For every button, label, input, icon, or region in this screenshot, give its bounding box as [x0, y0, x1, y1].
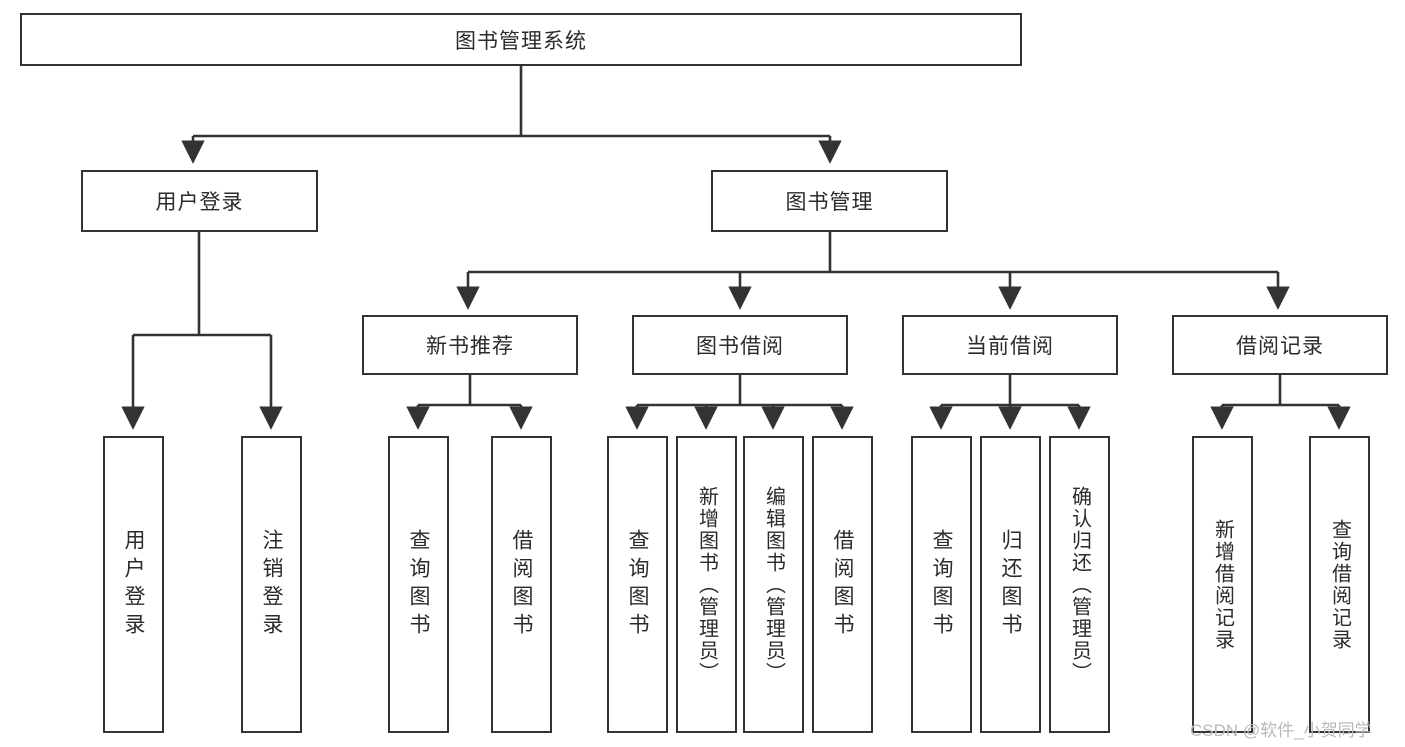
leaf-borrow-edit-book-admin-label: 编辑图书（管理员）	[762, 485, 785, 684]
leaf-record-add-record-label: 新增借阅记录	[1211, 518, 1234, 651]
leaf-recommend-borrow-book-label: 借阅图书	[510, 528, 533, 641]
node-book-borrow-label: 图书借阅	[696, 335, 784, 358]
node-borrow-record[interactable]: 借阅记录	[1172, 315, 1388, 375]
leaf-current-return-book[interactable]: 归还图书	[980, 436, 1041, 733]
node-user-login[interactable]: 用户登录	[81, 170, 318, 232]
watermark-text: CSDN @软件_小贺同学	[1190, 721, 1372, 740]
leaf-recommend-query-book-label: 查询图书	[407, 528, 430, 641]
leaf-record-add-record[interactable]: 新增借阅记录	[1192, 436, 1253, 733]
node-user-login-label: 用户登录	[155, 191, 244, 214]
leaf-user-login[interactable]: 用户登录	[103, 436, 164, 733]
leaf-logout-login-label: 注销登录	[260, 528, 283, 641]
leaf-borrow-query-book-label: 查询图书	[626, 528, 649, 641]
node-root-system[interactable]: 图书管理系统	[20, 13, 1022, 66]
leaf-current-confirm-return-admin-label: 确认归还（管理员）	[1068, 485, 1091, 684]
node-new-book-recommend-label: 新书推荐	[426, 335, 514, 358]
leaf-current-return-book-label: 归还图书	[999, 528, 1022, 641]
leaf-recommend-query-book[interactable]: 查询图书	[388, 436, 449, 733]
node-root-system-label: 图书管理系统	[455, 29, 587, 53]
leaf-record-query-record-label: 查询借阅记录	[1328, 518, 1351, 651]
leaf-record-query-record[interactable]: 查询借阅记录	[1309, 436, 1370, 733]
node-current-borrow-label: 当前借阅	[966, 335, 1054, 358]
leaf-borrow-edit-book-admin[interactable]: 编辑图书（管理员）	[743, 436, 804, 733]
leaf-logout-login[interactable]: 注销登录	[241, 436, 302, 733]
leaf-recommend-borrow-book[interactable]: 借阅图书	[491, 436, 552, 733]
node-book-borrow[interactable]: 图书借阅	[632, 315, 848, 375]
leaf-current-query-book[interactable]: 查询图书	[911, 436, 972, 733]
leaf-borrow-query-book[interactable]: 查询图书	[607, 436, 668, 733]
leaf-current-query-book-label: 查询图书	[930, 528, 953, 641]
leaf-borrow-borrow-book-label: 借阅图书	[831, 528, 854, 641]
node-borrow-record-label: 借阅记录	[1236, 335, 1324, 358]
node-book-manage[interactable]: 图书管理	[711, 170, 948, 232]
node-book-manage-label: 图书管理	[785, 191, 874, 214]
leaf-current-confirm-return-admin[interactable]: 确认归还（管理员）	[1049, 436, 1110, 733]
leaf-user-login-label: 用户登录	[122, 528, 145, 641]
node-new-book-recommend[interactable]: 新书推荐	[362, 315, 578, 375]
leaf-borrow-borrow-book[interactable]: 借阅图书	[812, 436, 873, 733]
leaf-borrow-add-book-admin-label: 新增图书（管理员）	[695, 485, 718, 684]
node-current-borrow[interactable]: 当前借阅	[902, 315, 1118, 375]
leaf-borrow-add-book-admin[interactable]: 新增图书（管理员）	[676, 436, 737, 733]
